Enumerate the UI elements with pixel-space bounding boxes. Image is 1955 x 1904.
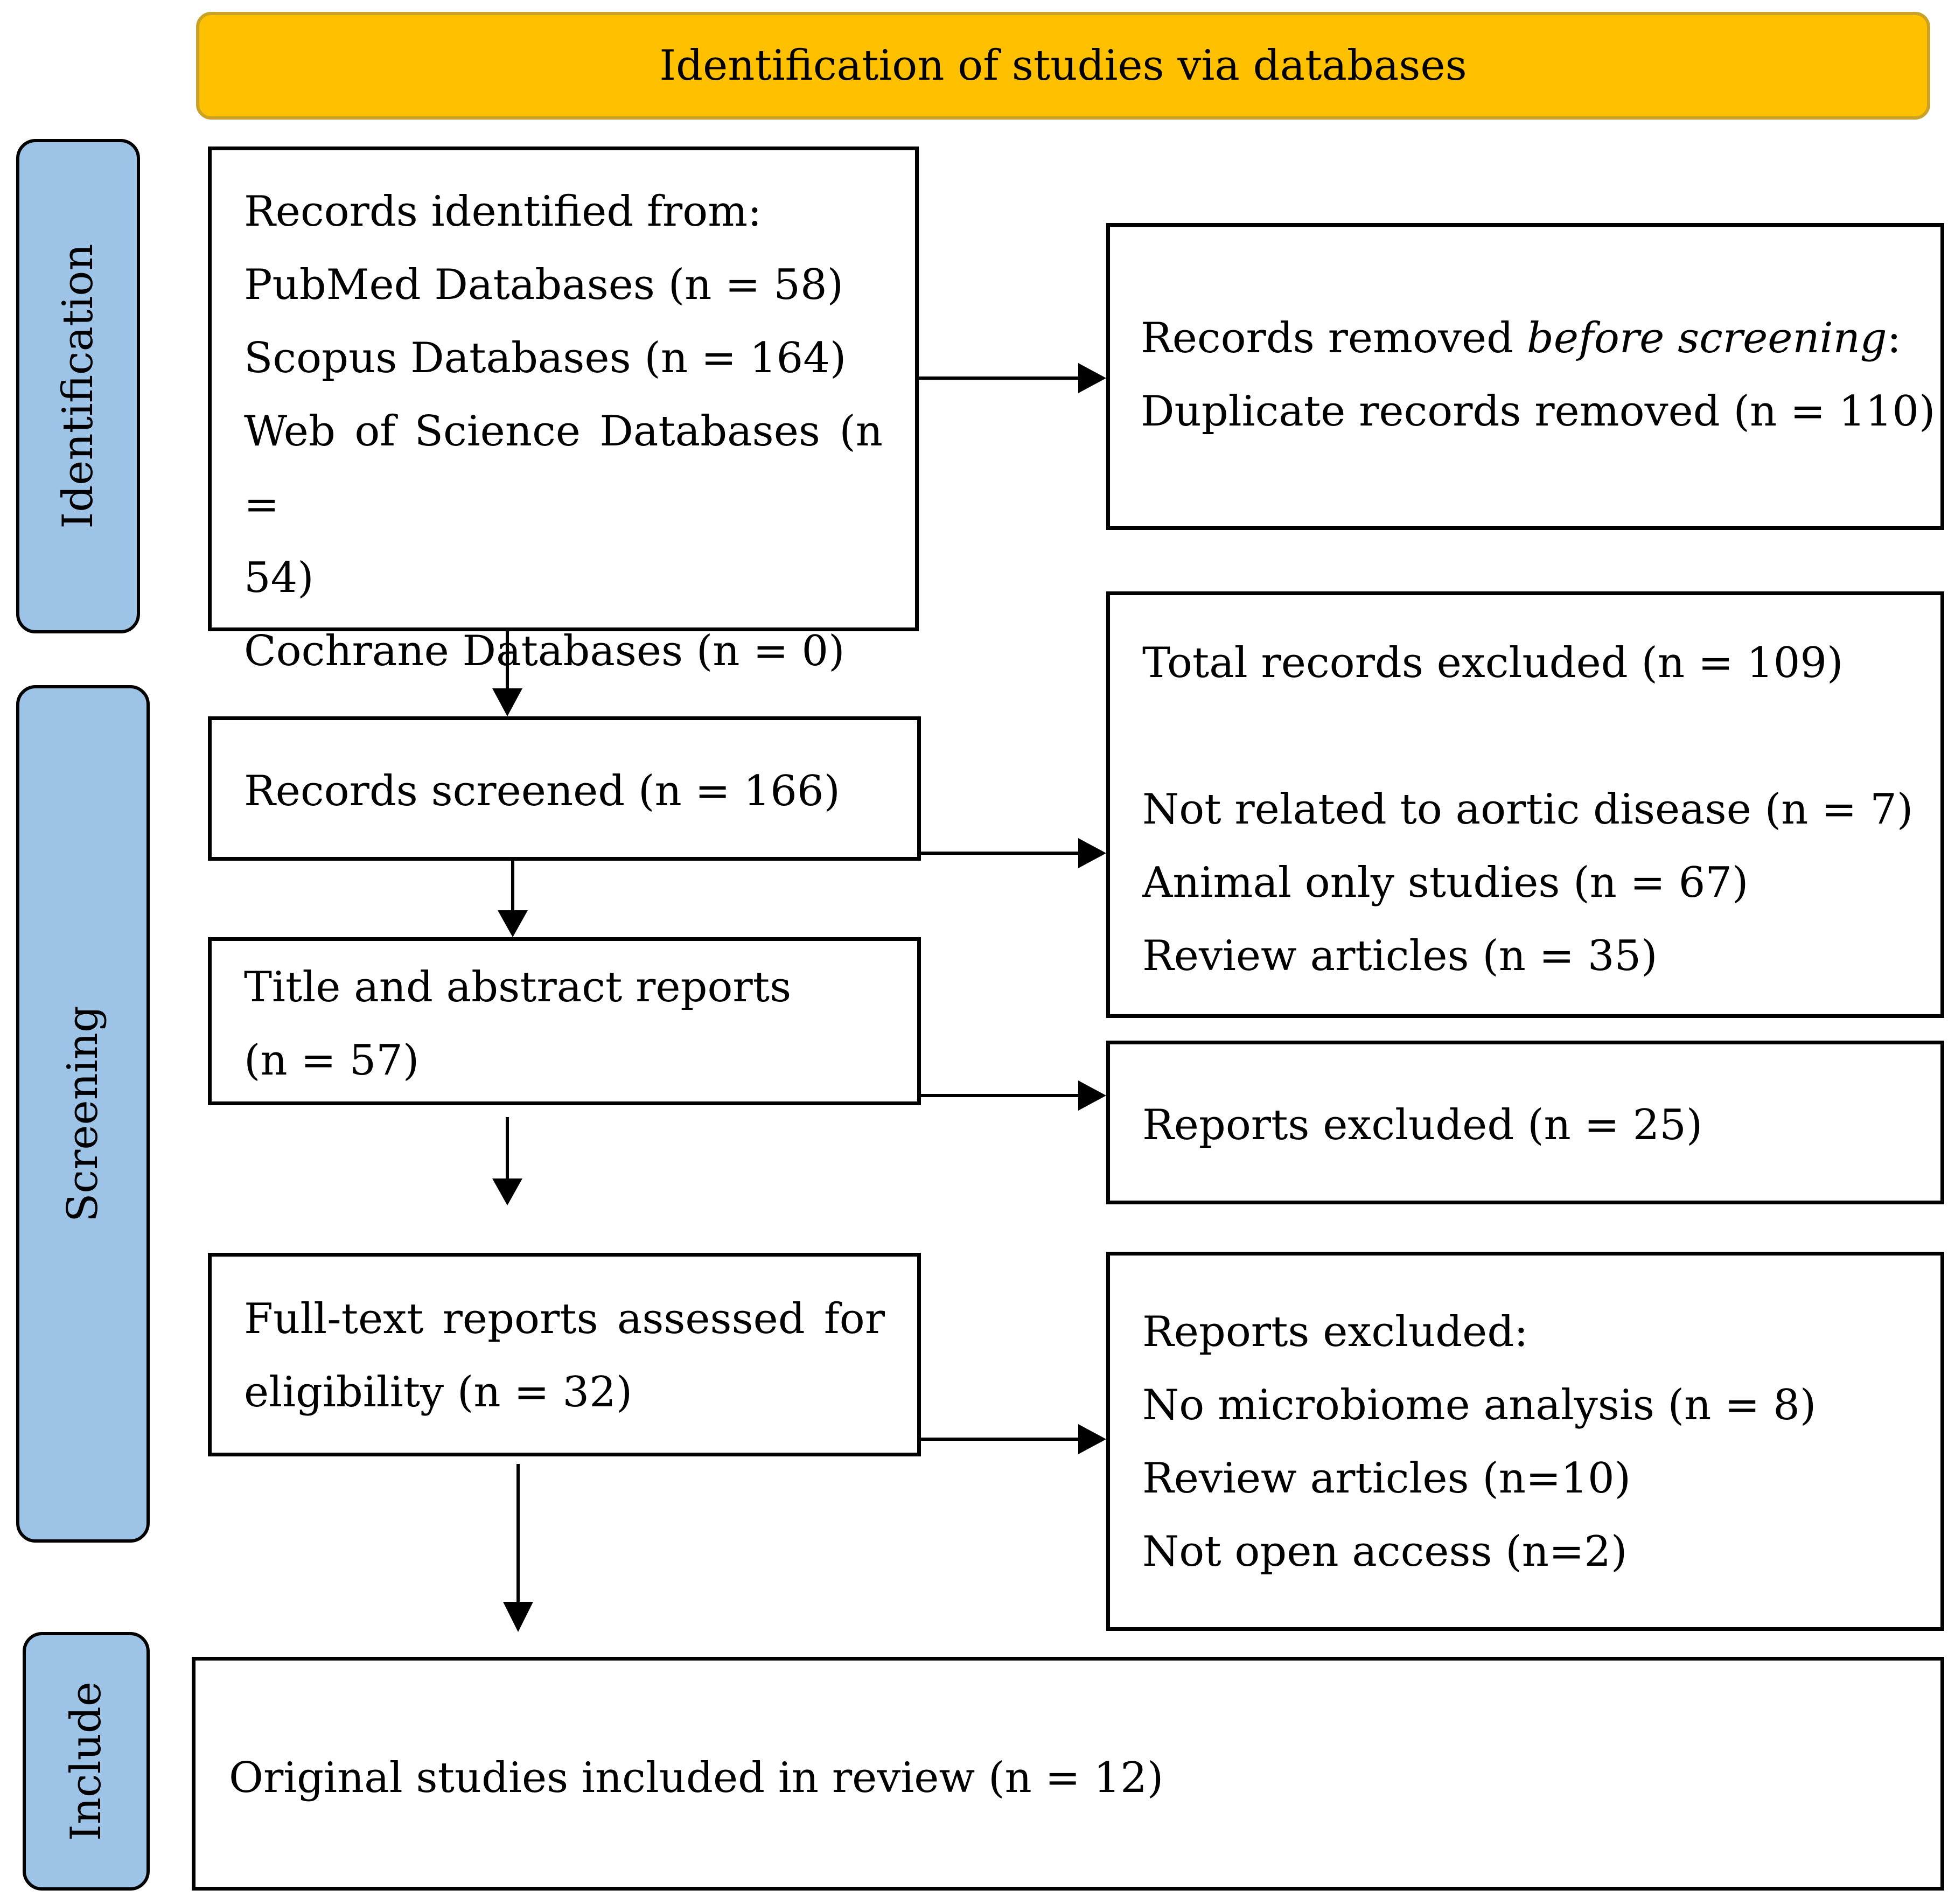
records-removed-italic: before screening	[1526, 314, 1887, 362]
title-abstract-line: Title and abstract reports	[244, 963, 792, 1012]
reports-excluded-detail-line: Reports excluded:	[1142, 1308, 1528, 1356]
reports-excluded-detail-line: Not open access (n=2)	[1142, 1528, 1628, 1576]
records-identified-line: Web of Science Databases (n =	[244, 407, 883, 529]
stage-include: Include	[23, 1632, 150, 1891]
records-screened-text: Records screened (n = 166)	[244, 767, 840, 815]
records-identified-line: Records identified from:	[244, 187, 762, 236]
included-box: Original studies included in review (n =…	[192, 1657, 1944, 1891]
reports-excluded-box: Reports excluded (n = 25)	[1106, 1041, 1944, 1204]
records-screened-box: Records screened (n = 166)	[208, 716, 921, 861]
arrowhead-right-3	[1078, 1080, 1106, 1111]
records-excluded-item: Review articles (n = 35)	[1142, 932, 1658, 980]
records-excluded-total: Total records excluded (n = 109)	[1142, 639, 1844, 687]
arrowhead-right-4	[1078, 1424, 1106, 1454]
full-text-line: Full-text reports assessed for	[244, 1295, 885, 1343]
reports-excluded-detail-box: Reports excluded: No microbiome analysis…	[1106, 1252, 1944, 1631]
records-excluded-item: Not related to aortic disease (n = 7)	[1142, 785, 1914, 834]
reports-excluded-detail-line: No microbiome analysis (n = 8)	[1142, 1381, 1817, 1429]
arrowhead-down-1	[492, 688, 522, 716]
records-identified-line: 54)	[244, 554, 314, 602]
title-abstract-box: Title and abstract reports (n = 57)	[208, 937, 921, 1105]
records-identified-line: Scopus Databases (n = 164)	[244, 334, 847, 382]
stage-screening: Screening	[16, 685, 150, 1543]
arrowhead-right-2	[1078, 838, 1106, 868]
reports-excluded-detail-line: Review articles (n=10)	[1142, 1454, 1631, 1503]
records-removed-suffix: :	[1887, 314, 1902, 362]
arrowhead-down-4	[503, 1602, 533, 1632]
reports-excluded-text: Reports excluded (n = 25)	[1142, 1101, 1703, 1149]
arrowhead-right-1	[1078, 363, 1106, 393]
records-excluded-box: Total records excluded (n = 109) Not rel…	[1106, 591, 1944, 1018]
records-identified-box: Records identified from: PubMed Database…	[208, 147, 919, 675]
header-banner: Identification of studies via databases	[196, 12, 1930, 120]
arrowhead-down-2	[498, 910, 528, 937]
records-removed-duplicates: Duplicate records removed (n = 110)	[1141, 387, 1936, 436]
header-title: Identification of studies via databases	[659, 41, 1467, 90]
records-removed-prefix: Records removed	[1141, 314, 1527, 362]
records-removed-heading: Records removed before screening:	[1141, 302, 1935, 375]
records-identified-line: PubMed Databases (n = 58)	[244, 261, 844, 309]
records-excluded-item: Animal only studies (n = 67)	[1142, 859, 1749, 907]
title-abstract-line: (n = 57)	[244, 1036, 420, 1085]
full-text-line: eligibility (n = 32)	[244, 1368, 633, 1417]
records-removed-box	[1106, 223, 1944, 530]
records-identified-line: Cochrane Databases (n = 0)	[244, 627, 845, 675]
included-text: Original studies included in review (n =…	[229, 1754, 1164, 1802]
full-text-box: Full-text reports assessed for eligibili…	[208, 1253, 921, 1456]
stage-identification: Identification	[16, 139, 140, 633]
records-removed-text: Records removed before screening: Duplic…	[1141, 302, 1935, 448]
arrowhead-down-3	[492, 1178, 522, 1205]
